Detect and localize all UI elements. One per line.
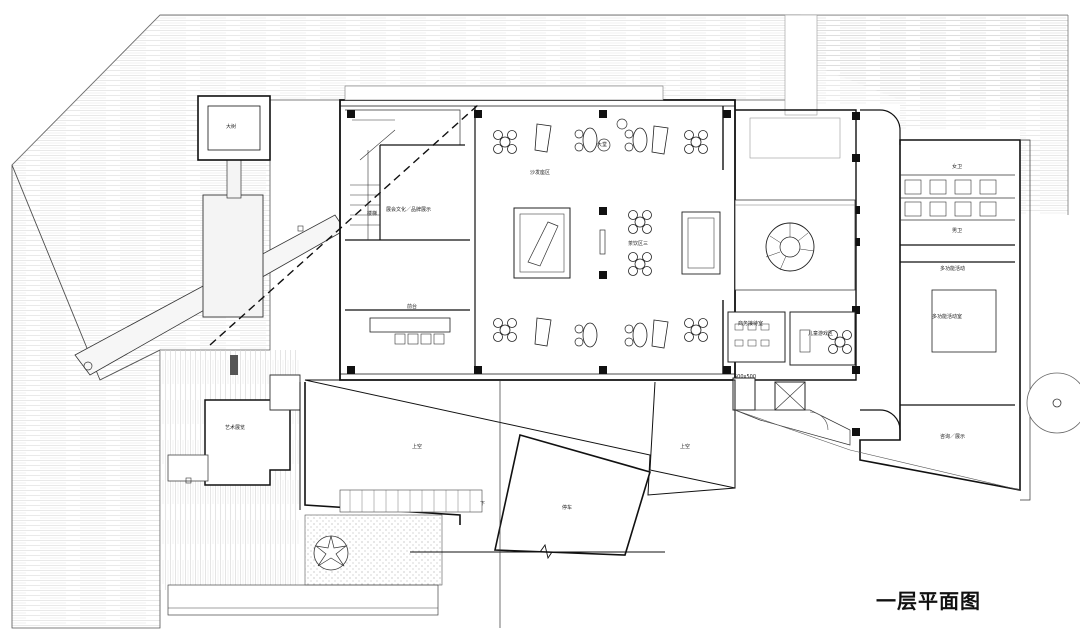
- label-chayin-san: 茶饮区三: [628, 241, 649, 247]
- label-shangkong-2: 上空: [680, 444, 691, 450]
- label-shangkong-1: 上空: [412, 444, 423, 450]
- label-yishu: 艺术展览: [225, 425, 246, 431]
- label-nanwei: 男卫: [952, 228, 963, 234]
- label-xia: 下: [480, 501, 486, 507]
- label-dadeng: 大树: [226, 124, 237, 130]
- round-feature: [1026, 372, 1080, 434]
- label-qiantai: 前台: [407, 304, 418, 310]
- label-shafa-qu: 沙发座区: [530, 170, 551, 176]
- planting-area: [304, 514, 443, 586]
- label-zhanshi: 展会文化／品牌展示: [386, 207, 432, 213]
- far-east-rooms: [859, 109, 1031, 501]
- walkway-ramp: [74, 95, 346, 376]
- plan-title: 一层平面图: [876, 589, 981, 613]
- label-duogongneng-1: 多功能活动: [940, 266, 966, 272]
- lower-voids: [299, 379, 1021, 628]
- section-dashed-line: [209, 104, 479, 346]
- art-pavilion: [167, 355, 439, 616]
- label-zonghe: 咨询／展示: [940, 434, 966, 440]
- label-tingche: 停车: [562, 505, 573, 511]
- lounge-furniture: [493, 118, 721, 349]
- label-duogongneng-2: 多功能活动室: [932, 314, 963, 320]
- label-nvwei: 女卫: [952, 164, 963, 170]
- label-dianti: 500x500: [734, 374, 757, 380]
- east-wing-walls: [727, 109, 857, 446]
- label-jiudian: 楼梯: [367, 211, 378, 217]
- label-shangwu: 商务接待室: [738, 321, 764, 327]
- label-ertong: 儿童游戏区: [808, 331, 834, 337]
- label-dating: 大堂: [597, 142, 608, 148]
- stair-left: [350, 150, 380, 240]
